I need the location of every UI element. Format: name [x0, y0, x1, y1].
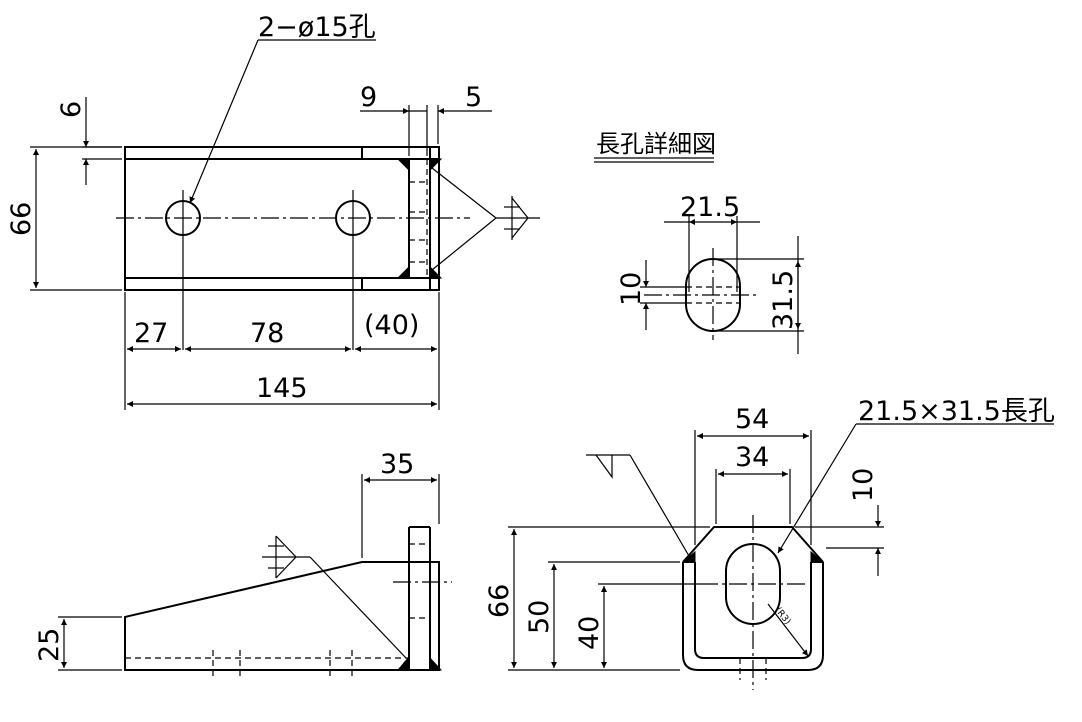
dim-25-label: 25: [34, 628, 65, 662]
side-weld-leader: [309, 556, 407, 659]
weld-leader-b: [431, 217, 497, 271]
dim-10-label: 10: [848, 468, 879, 502]
dim-145-label: 145: [256, 373, 308, 404]
weld-fill-top: [396, 158, 410, 172]
dim-66-label: 66: [6, 202, 37, 236]
dim-54-label: 54: [735, 404, 769, 435]
weld-leader-a: [431, 167, 497, 219]
dim-end-40-label: 40: [574, 616, 605, 650]
end-weld-fill-r: [810, 550, 825, 563]
weld-fill-bottom: [396, 265, 410, 279]
dim-50-label: 50: [524, 600, 555, 634]
radius-label: (R3): [773, 606, 793, 627]
dim-35-label: 35: [380, 449, 414, 480]
side-weld-symbol-icon: [275, 535, 297, 579]
hole-note-label: 2−ø15孔: [258, 12, 376, 43]
end-weld-fill-l: [681, 550, 696, 563]
slot-note-leader: [777, 423, 857, 554]
dim-9-label: 9: [360, 82, 377, 113]
dim-40-label: (40): [364, 310, 419, 341]
slot-note-label: 21.5×31.5長孔: [858, 396, 1055, 427]
dim-78-label: 78: [250, 318, 284, 349]
slot-detail: 長孔詳細図 21.5 10 31.5: [594, 130, 804, 354]
end-view-inner: [694, 562, 812, 659]
detail-title: 長孔詳細図: [596, 130, 716, 158]
dim-5-label: 5: [465, 82, 482, 113]
detail-height-label: 31.5: [768, 270, 799, 330]
dim-end-66-label: 66: [484, 584, 515, 618]
weld-fill-top-2: [429, 158, 443, 172]
dim-34-label: 34: [735, 442, 769, 473]
detail-width-label: 21.5: [680, 192, 740, 223]
side-weld-fill-2: [429, 656, 443, 671]
end-weld-leader: [629, 454, 690, 557]
side-view: 35 25: [34, 449, 452, 680]
dim-6-label: 6: [56, 101, 87, 118]
top-view: 2−ø15孔 6 66 9 5 27 78 (40) 145: [6, 12, 540, 410]
end-view: 21.5×31.5長孔 54 34 10 66 50 40 (R3): [484, 396, 1055, 690]
weld-symbol-icon: [511, 196, 529, 240]
side-weld-fill: [396, 655, 410, 671]
radius-leader: [767, 603, 809, 657]
side-view-outline: [124, 561, 440, 671]
end-weld-symbol-icon: [595, 454, 613, 479]
hole-note-leader: [189, 39, 259, 204]
dim-27-label: 27: [134, 318, 168, 349]
detail-small-label: 10: [616, 272, 647, 306]
